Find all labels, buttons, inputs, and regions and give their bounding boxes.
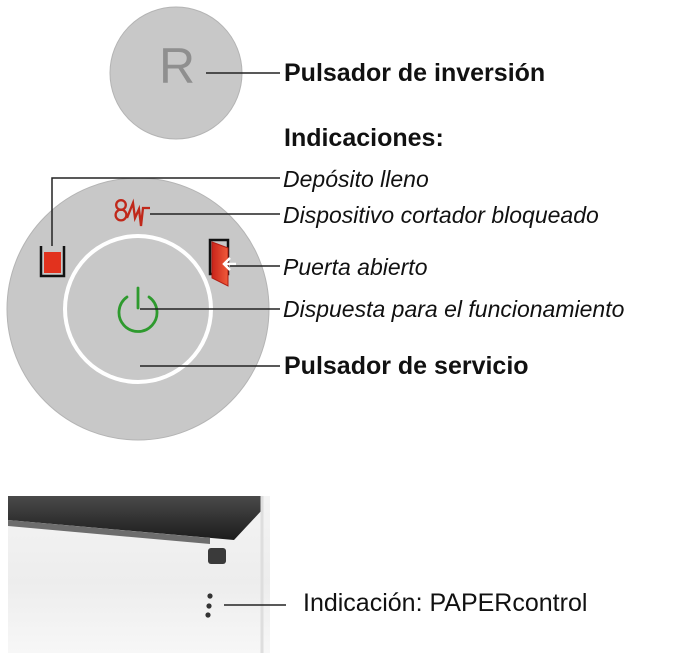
indication-bin-full: Depósito lleno bbox=[283, 166, 429, 192]
door-open-icon bbox=[208, 238, 236, 287]
reverse-button-label: Pulsador de inversión bbox=[284, 59, 546, 87]
indication-cutter-blocked: Dispositivo cortador bloqueado bbox=[283, 202, 599, 228]
indication-door-open: Puerta abierto bbox=[283, 254, 428, 280]
indications-heading: Indicaciones: bbox=[284, 124, 444, 152]
bin-full-icon bbox=[39, 246, 66, 278]
service-button-label: Pulsador de servicio bbox=[284, 352, 529, 380]
cutter-blocked-icon bbox=[114, 198, 150, 227]
printer-photo bbox=[8, 496, 270, 653]
papercontrol-label: Indicación: PAPERcontrol bbox=[303, 589, 588, 617]
bin-leader-line bbox=[51, 177, 280, 246]
power-icon bbox=[117, 286, 159, 333]
reverse-symbol: R bbox=[159, 38, 196, 94]
indication-ready: Dispuesta para el funcionamiento bbox=[283, 296, 625, 322]
